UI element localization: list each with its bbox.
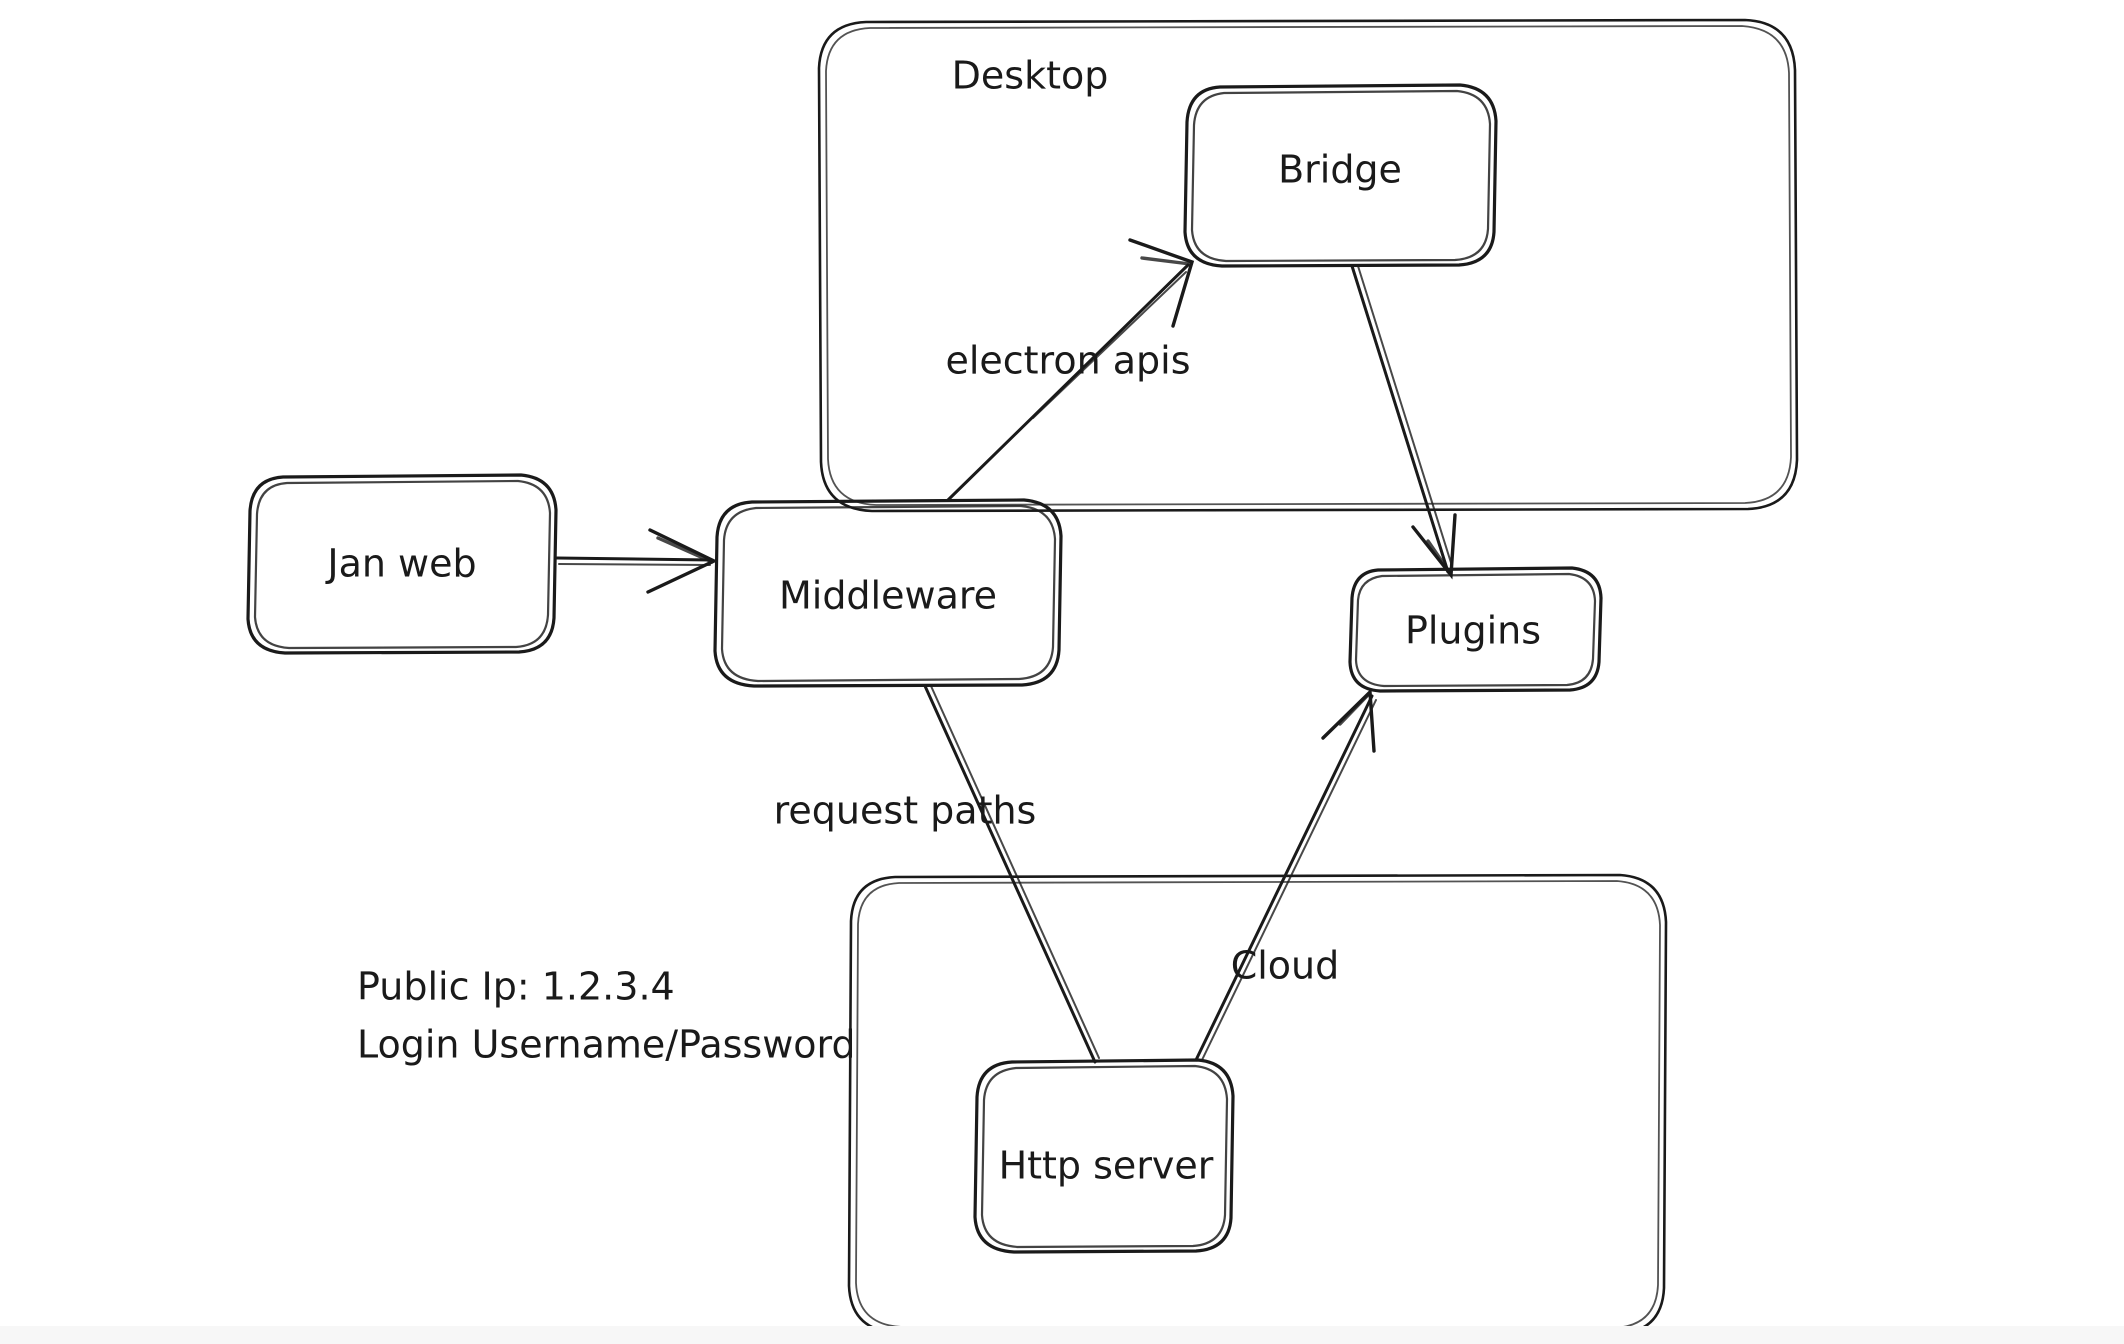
edge-middleware-to-httpserver: request paths: [774, 684, 1100, 1064]
group-desktop-label: Desktop: [952, 54, 1109, 98]
annotation-public-ip: Public Ip: 1.2.3.4: [357, 965, 675, 1009]
edge-janweb-to-middleware: [555, 528, 718, 594]
node-jan-web[interactable]: Jan web: [246, 473, 558, 655]
node-middleware[interactable]: Middleware: [713, 498, 1063, 688]
node-http-server[interactable]: Http server: [973, 1058, 1235, 1254]
group-desktop[interactable]: Desktop: [817, 18, 1799, 513]
node-bridge[interactable]: Bridge: [1183, 83, 1498, 268]
node-label-jan-web: Jan web: [325, 542, 476, 586]
edge-middleware-to-bridge: electron apis: [945, 238, 1195, 502]
footer-band: [0, 1326, 2124, 1344]
edge-httpserver-to-plugins: Cloud: [1194, 688, 1377, 1062]
node-label-http-server: Http server: [999, 1144, 1214, 1188]
edge-label-request-paths: request paths: [774, 789, 1037, 833]
node-plugins[interactable]: Plugins: [1348, 566, 1603, 693]
node-label-middleware: Middleware: [779, 574, 997, 618]
annotation-login-credentials: Login Username/Password: [357, 1023, 856, 1067]
edge-label-electron-apis: electron apis: [945, 339, 1190, 383]
node-label-bridge: Bridge: [1278, 148, 1402, 192]
annotation-block: Public Ip: 1.2.3.4 Login Username/Passwo…: [357, 965, 856, 1067]
edge-bridge-to-plugins: [1350, 264, 1457, 580]
node-label-plugins: Plugins: [1405, 609, 1541, 653]
edge-label-cloud: Cloud: [1231, 944, 1340, 988]
